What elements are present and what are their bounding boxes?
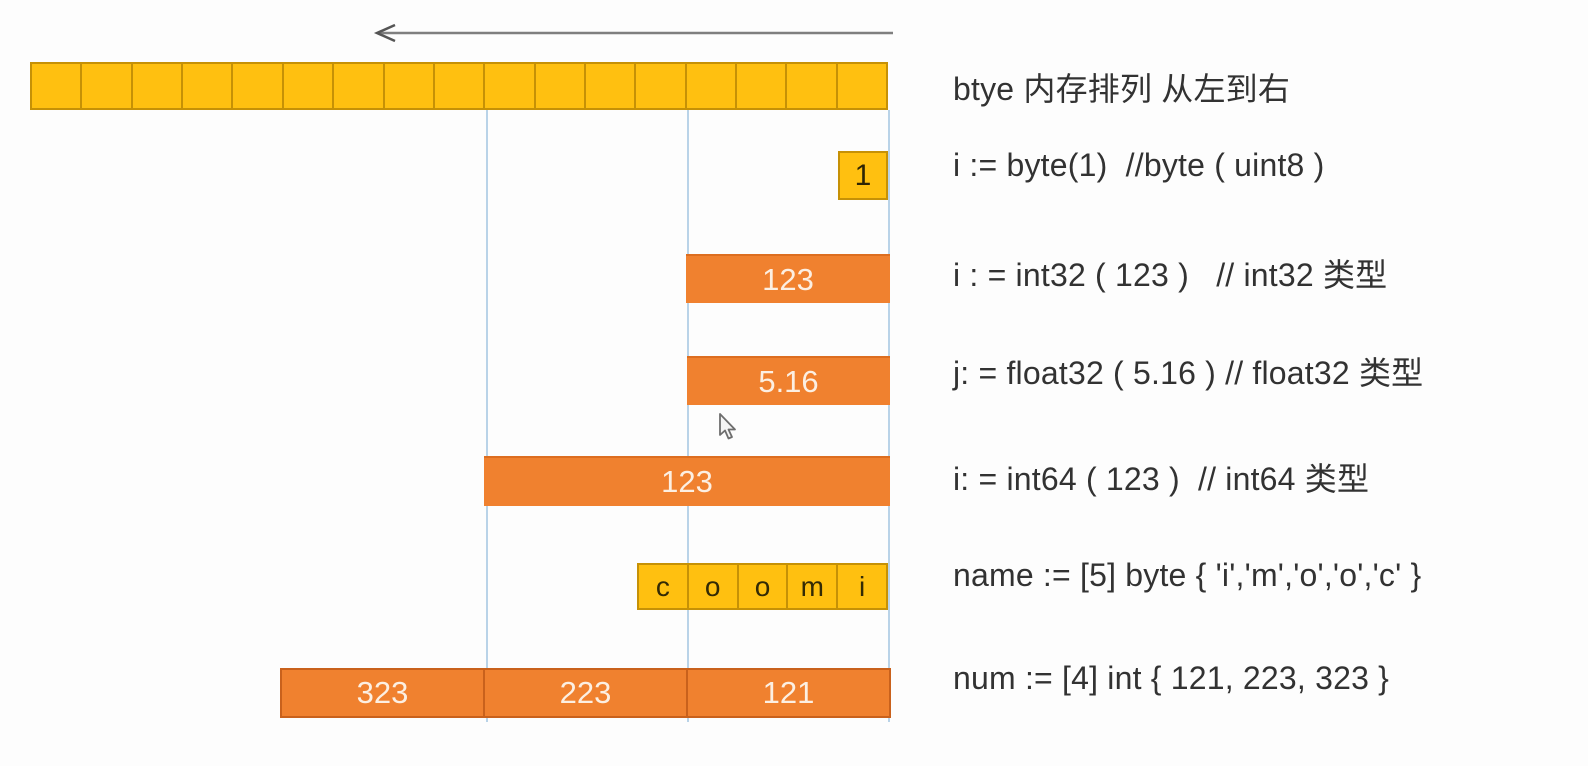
- byte-cell: [80, 62, 133, 110]
- byte-cell: [835, 62, 889, 110]
- byte-cell: [181, 62, 234, 110]
- note-int32-decl: i : = int32 ( 123 ) // int32 类型: [953, 257, 1388, 293]
- byte-cell: [30, 62, 83, 110]
- guide-line-right-edge: [888, 110, 890, 722]
- name-byte-cell: o: [736, 563, 789, 610]
- byte-cell: [432, 62, 486, 110]
- float32-value-bar: 5.16: [687, 356, 890, 405]
- byte-cell: [583, 62, 637, 110]
- guide-line-4byte: [486, 110, 488, 722]
- left-direction-arrow-icon: [373, 23, 893, 43]
- byte-cell: [684, 62, 738, 110]
- name-byte-cell: o: [686, 563, 739, 610]
- byte-value-cell: 1: [838, 151, 888, 200]
- mouse-cursor-icon: [719, 413, 736, 440]
- note-int64-decl: i: = int64 ( 123 ) // int64 类型: [953, 461, 1370, 497]
- note-title-byte-order: btye 内存排列 从左到右: [953, 71, 1291, 107]
- byte-cell: [281, 62, 335, 110]
- note-byte-decl: i := byte(1) //byte ( uint8 ): [953, 147, 1325, 183]
- byte-cell: [332, 62, 385, 110]
- note-num-array-decl: num := [4] int { 121, 223, 323 }: [953, 660, 1390, 696]
- num-int-segment: 323: [280, 668, 485, 718]
- num-int-array-row: 323 223 121: [280, 668, 891, 718]
- num-int-segment: 121: [686, 668, 891, 718]
- byte-cell: [231, 62, 284, 110]
- byte-cell: [735, 62, 788, 110]
- byte-cell: [533, 62, 586, 110]
- name-byte-array-row: c o o m i: [637, 563, 888, 610]
- note-name-array-decl: name := [5] byte { 'i','m','o','o','c' }: [953, 557, 1422, 593]
- num-int-segment: 223: [483, 668, 688, 718]
- byte-cell: [634, 62, 687, 110]
- int64-value-bar: 123: [484, 456, 890, 506]
- byte-cell: [382, 62, 435, 110]
- byte-cell: [130, 62, 184, 110]
- byte-cell: [785, 62, 838, 110]
- note-float32-decl: j: = float32 ( 5.16 ) // float32 类型: [953, 355, 1424, 391]
- name-byte-cell: i: [836, 563, 888, 610]
- byte-cell: [483, 62, 536, 110]
- guide-line-8byte: [687, 110, 689, 722]
- byte-memory-row: [30, 62, 889, 110]
- name-byte-cell: m: [786, 563, 839, 610]
- name-byte-cell: c: [637, 563, 689, 610]
- int32-value-bar: 123: [686, 254, 890, 303]
